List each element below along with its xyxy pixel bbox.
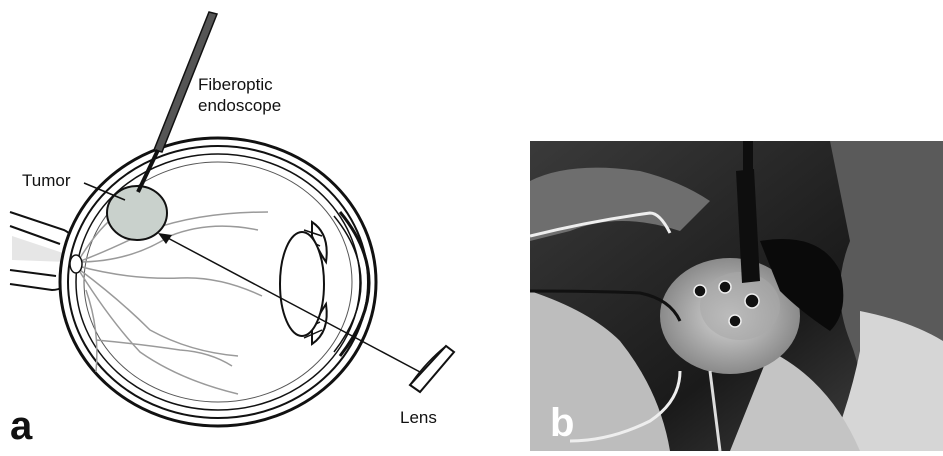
eyeball — [60, 138, 376, 426]
lens-label: Lens — [400, 407, 437, 428]
tumor — [107, 186, 167, 240]
fiberoptic-endoscope-label: Fiberoptic endoscope — [198, 74, 281, 116]
external-lens — [410, 346, 454, 392]
eye-diagram — [0, 0, 520, 451]
fiberoptic-label-line2: endoscope — [198, 95, 281, 116]
panel-b-photo: b — [530, 141, 943, 451]
fiberoptic-label-line1: Fiberoptic — [198, 74, 281, 95]
panel-a-diagram: Fiberoptic endoscope Tumor Lens a — [0, 0, 520, 451]
panel-letter-a: a — [10, 406, 32, 446]
tumor-label: Tumor — [22, 170, 71, 191]
panel-letter-b: b — [550, 403, 574, 443]
crystalline-lens — [280, 232, 324, 336]
surgical-photograph — [530, 141, 943, 451]
